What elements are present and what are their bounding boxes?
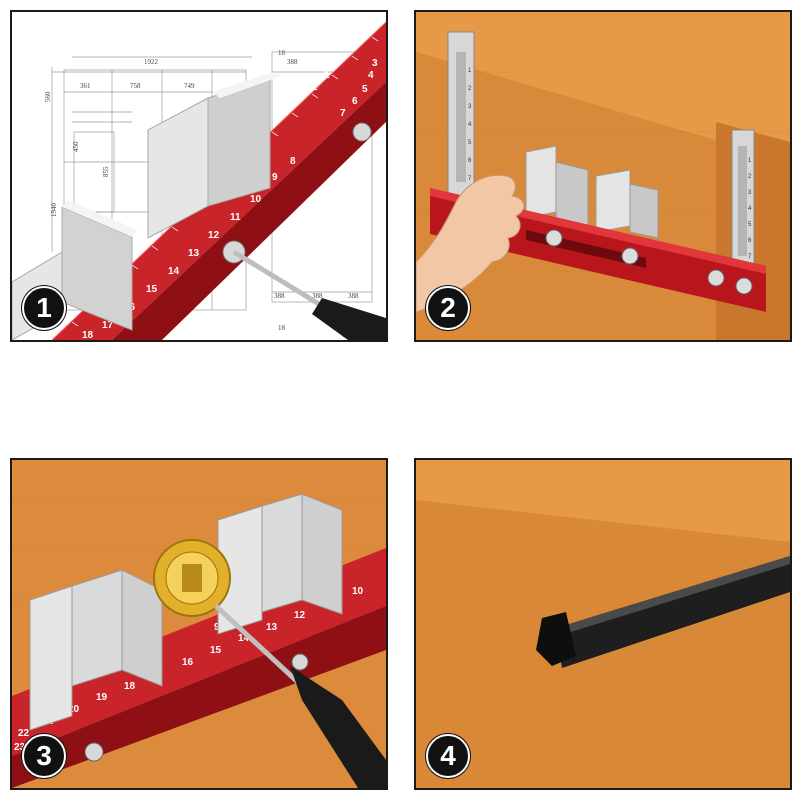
svg-text:3: 3 bbox=[748, 190, 752, 196]
svg-text:5: 5 bbox=[468, 140, 472, 146]
bolt-icon bbox=[735, 277, 753, 295]
ruler-number: 15 bbox=[210, 645, 222, 656]
step-2-panel: 1 2 3 4 5 6 7 1 2 3 4 5 6 7 bbox=[414, 10, 792, 342]
ruler-number: 23 bbox=[14, 742, 26, 753]
ruler-number: 15 bbox=[146, 284, 158, 295]
ruler-number: 3 bbox=[372, 58, 378, 69]
dim-label: 758 bbox=[130, 82, 141, 90]
svg-text:1: 1 bbox=[748, 158, 752, 164]
dim-label: 1922 bbox=[144, 58, 159, 66]
ruler-number: 13 bbox=[266, 622, 278, 633]
step-number-badge: 1 bbox=[22, 286, 66, 330]
ruler-number: 19 bbox=[96, 692, 108, 703]
ruler-number: 14 bbox=[238, 633, 250, 644]
ruler-number: 5 bbox=[362, 84, 368, 95]
ruler-number: 9 bbox=[214, 622, 220, 633]
ruler-number: 16 bbox=[182, 657, 194, 668]
ruler-number: 8 bbox=[290, 156, 296, 167]
screw-icon bbox=[352, 122, 372, 142]
ruler-number: 18 bbox=[124, 681, 136, 692]
ruler-number: 4 bbox=[368, 70, 374, 81]
ruler-number: 7 bbox=[340, 108, 346, 119]
svg-text:7: 7 bbox=[748, 254, 752, 260]
svg-text:2: 2 bbox=[468, 86, 472, 92]
bolt-icon bbox=[545, 229, 563, 247]
bolt-icon bbox=[707, 269, 725, 287]
ruler-number: 10 bbox=[250, 194, 262, 205]
ruler-number: 1 bbox=[324, 70, 330, 81]
steel-square-right: 1 2 3 4 5 6 7 bbox=[731, 129, 755, 281]
svg-text:4: 4 bbox=[748, 206, 752, 212]
ruler-number: 20 bbox=[68, 704, 80, 715]
ruler-number: 10 bbox=[352, 586, 364, 597]
aluminium-stop bbox=[29, 569, 163, 731]
dim-label: 388 bbox=[348, 292, 359, 300]
screw-icon bbox=[84, 742, 104, 762]
dim-label: 388 bbox=[274, 292, 285, 300]
step-number-badge: 3 bbox=[22, 734, 66, 778]
dim-label: 18 bbox=[278, 324, 286, 332]
svg-text:6: 6 bbox=[748, 238, 752, 244]
svg-text:1: 1 bbox=[468, 68, 472, 74]
aluminium-stop bbox=[525, 145, 589, 227]
step-1-panel: 1922 18 388 560 361 758 749 474 450 855 … bbox=[10, 10, 388, 342]
aluminium-stop bbox=[595, 169, 659, 239]
brass-fitting-icon bbox=[153, 539, 231, 617]
ruler-number: 18 bbox=[82, 330, 94, 340]
ruler-number: 22 bbox=[18, 728, 30, 739]
ruler-number: 11 bbox=[230, 212, 241, 223]
ruler-number: 14 bbox=[168, 266, 180, 277]
hand-icon bbox=[416, 174, 525, 313]
dim-label: 18 bbox=[278, 49, 286, 57]
aluminium-stop bbox=[147, 72, 282, 239]
step-2-illustration: 1 2 3 4 5 6 7 1 2 3 4 5 6 7 bbox=[416, 12, 790, 340]
closet-rod bbox=[536, 556, 790, 668]
ruler-number: 2 bbox=[312, 82, 318, 93]
step-number-badge: 4 bbox=[426, 734, 470, 778]
aluminium-stop bbox=[217, 493, 343, 635]
step-3-illustration: 10 11 12 13 14 15 16 17 18 19 20 21 22 2… bbox=[12, 493, 386, 788]
dim-label: 855 bbox=[102, 166, 110, 177]
screwdriver-icon bbox=[214, 604, 386, 788]
ruler-number: 13 bbox=[188, 248, 200, 259]
shelf-underside bbox=[416, 460, 790, 542]
step-4-illustration bbox=[416, 460, 790, 751]
ruler-number: 17 bbox=[102, 320, 114, 331]
svg-text:7: 7 bbox=[468, 176, 472, 182]
ruler-number: 6 bbox=[352, 96, 358, 107]
svg-text:4: 4 bbox=[468, 122, 472, 128]
rod-end-cap-icon bbox=[536, 612, 576, 666]
dim-label: 388 bbox=[312, 292, 323, 300]
dim-label: 450 bbox=[72, 141, 80, 152]
step-1-illustration: 1922 18 388 560 361 758 749 474 450 855 … bbox=[12, 21, 386, 340]
ruler-number: 9 bbox=[272, 172, 278, 183]
screwdriver-icon bbox=[232, 249, 386, 340]
ruler-number: 12 bbox=[294, 610, 306, 621]
dim-label: 560 bbox=[44, 91, 52, 102]
step-3-panel: 10 11 12 13 14 15 16 17 18 19 20 21 22 2… bbox=[10, 458, 388, 790]
svg-text:2: 2 bbox=[748, 174, 752, 180]
dim-label: 388 bbox=[287, 58, 298, 66]
svg-text:6: 6 bbox=[468, 158, 472, 164]
shelf-underside bbox=[416, 12, 790, 162]
step-number-badge: 2 bbox=[426, 286, 470, 330]
dim-label: 361 bbox=[80, 82, 91, 90]
steel-square-left: 1 2 3 4 5 6 7 bbox=[447, 31, 475, 203]
screw-icon bbox=[291, 653, 309, 671]
ruler-number: 12 bbox=[208, 230, 220, 241]
dim-label: 749 bbox=[184, 82, 195, 90]
bolt-icon bbox=[621, 247, 639, 265]
step-4-panel: 4 bbox=[414, 458, 792, 790]
svg-text:3: 3 bbox=[468, 104, 472, 110]
dim-label: 1940 bbox=[50, 203, 58, 218]
svg-text:5: 5 bbox=[748, 222, 752, 228]
